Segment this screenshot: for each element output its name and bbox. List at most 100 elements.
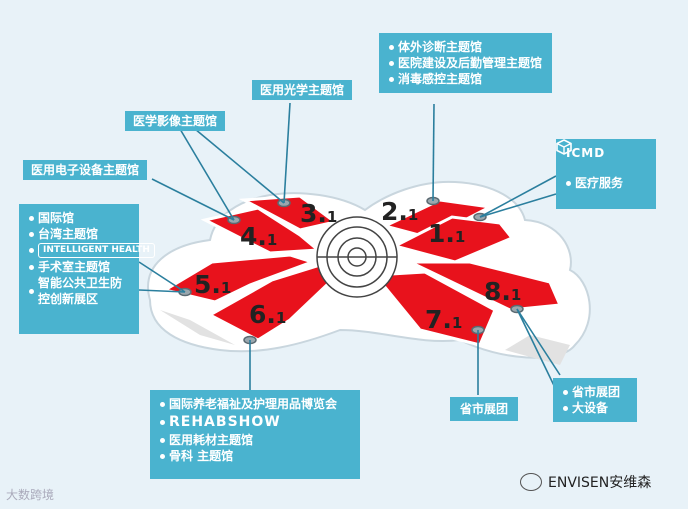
cube-logo-icon xyxy=(556,139,572,155)
hall-number-minor: 1 xyxy=(220,279,232,297)
hall-2-1[interactable] xyxy=(380,198,495,240)
hall-number-3: 3.1 xyxy=(300,201,337,230)
bullet-icon xyxy=(389,60,394,66)
label-text: 消毒感控主题馆 xyxy=(398,72,483,86)
bullet-icon xyxy=(29,248,34,253)
label-row: 体外诊断主题馆 xyxy=(389,39,542,55)
hall-number-major: 1. xyxy=(428,219,455,248)
bullet-icon xyxy=(29,264,34,270)
bullet-icon xyxy=(160,453,165,459)
label-group-rehab[interactable]: 国际养老福祉及护理用品博览会 REHABSHOW 医用耗材主题馆 骨科 主题馆 xyxy=(150,390,360,479)
hall-1-1[interactable] xyxy=(390,215,515,264)
label-text: 国际养老福祉及护理用品博览会 xyxy=(169,397,338,411)
label-text: 医用光学主题馆 xyxy=(260,83,345,97)
watermark-text: 大数跨境 xyxy=(6,488,55,502)
hall-number-5: 5.1 xyxy=(194,272,231,301)
hall-8-1[interactable] xyxy=(409,260,563,312)
watermark-text: ENVISEN安维森 xyxy=(548,475,652,491)
logo-text: REHABSHOW xyxy=(169,414,281,430)
label-text: 省市展团 xyxy=(572,385,621,399)
lobby-left xyxy=(160,310,235,345)
label-text: 国际馆 xyxy=(38,211,75,225)
hall-number-major: 5. xyxy=(194,270,221,299)
hall-number-8: 8.1 xyxy=(484,279,521,308)
label-text: 智能公共卫生防控创新展区 xyxy=(38,276,123,306)
hall-number-minor: 1 xyxy=(510,286,522,304)
central-hub xyxy=(316,216,398,298)
label-medical-electronics[interactable]: 医用电子设备主题馆 xyxy=(23,160,148,180)
label-text: 骨科 主题馆 xyxy=(169,449,234,463)
bullet-icon xyxy=(29,231,34,237)
label-text: 省市展团 xyxy=(460,402,509,416)
label-row: 省市展团 xyxy=(563,384,627,400)
hall-number-major: 8. xyxy=(484,277,511,306)
bullet-icon xyxy=(160,419,165,425)
hall-number-7: 7.1 xyxy=(425,307,462,336)
hall-number-major: 4. xyxy=(240,222,267,251)
bullet-icon xyxy=(160,437,165,443)
label-text: 医用耗材主题馆 xyxy=(169,433,254,447)
logo-text: INTELLIGENT HEALTH xyxy=(43,245,150,255)
bullet-icon xyxy=(563,405,568,411)
label-row: 手术室主题馆 xyxy=(29,259,129,275)
hall-number-minor: 1 xyxy=(275,309,287,327)
label-text: 大设备 xyxy=(572,401,609,415)
label-text: 台湾主题馆 xyxy=(38,227,99,241)
label-text: 医疗服务 xyxy=(575,176,624,190)
label-group-international[interactable]: 国际馆 台湾主题馆 INTELLIGENT HEALTH 手术室主题馆 智能公共… xyxy=(19,204,155,334)
hall-number-minor: 1 xyxy=(407,206,419,224)
label-medical-imaging[interactable]: 医学影像主题馆 xyxy=(125,111,226,131)
label-group-ivd[interactable]: 体外诊断主题馆 医院建设及后勤管理主题馆 消毒感控主题馆 xyxy=(379,33,553,93)
hall-number-minor: 1 xyxy=(451,314,463,332)
label-row: 国际馆 xyxy=(29,210,129,226)
hall-number-1: 1.1 xyxy=(428,221,465,250)
hall-number-minor: 1 xyxy=(454,228,466,246)
label-row: 医用耗材主题馆 xyxy=(160,432,350,448)
bullet-icon xyxy=(29,215,34,221)
label-group-provincial-b[interactable]: 省市展团 大设备 xyxy=(553,378,637,422)
label-medical-optics[interactable]: 医用光学主题馆 xyxy=(252,80,353,100)
rehabshow-logo: REHABSHOW xyxy=(160,412,350,432)
icmd-logo: ICMD xyxy=(556,139,646,161)
label-row: 医疗服务 xyxy=(566,175,646,191)
label-row: 医院建设及后勤管理主题馆 xyxy=(389,55,542,71)
watermark-left: 大数跨境 xyxy=(6,486,54,503)
bullet-icon xyxy=(566,180,571,186)
hall-5-1[interactable] xyxy=(161,253,317,304)
label-provincial-a[interactable]: 省市展团 xyxy=(450,397,519,421)
hall-number-minor: 1 xyxy=(326,208,338,226)
hall-7-1[interactable] xyxy=(371,270,497,347)
label-text: 医院建设及后勤管理主题馆 xyxy=(398,56,543,70)
bullet-icon xyxy=(389,44,394,50)
label-row: 智能公共卫生防控创新展区 xyxy=(29,275,129,307)
label-text: 医用电子设备主题馆 xyxy=(31,163,140,177)
wechat-icon xyxy=(520,473,542,491)
label-text: 医学影像主题馆 xyxy=(133,114,218,128)
icmd-logo-text: ICMD xyxy=(566,146,606,160)
label-row: 台湾主题馆 xyxy=(29,226,129,242)
label-row: 大设备 xyxy=(563,400,627,416)
label-row: INTELLIGENT HEALTH xyxy=(29,242,155,259)
intelligent-health-logo: INTELLIGENT HEALTH xyxy=(38,243,155,258)
watermark-right: ENVISEN安维森 xyxy=(520,472,651,492)
hall-number-minor: 1 xyxy=(266,231,278,249)
hall-number-major: 6. xyxy=(249,300,276,329)
hall-3-1[interactable] xyxy=(238,194,339,232)
label-row: 消毒感控主题馆 xyxy=(389,71,542,87)
hall-number-4: 4.1 xyxy=(240,224,277,253)
label-group-icmd[interactable]: ICMD 医疗服务 xyxy=(556,139,656,209)
bullet-icon xyxy=(389,76,394,82)
label-row: 骨科 主题馆 xyxy=(160,448,350,464)
label-row: 国际养老福祉及护理用品博览会 xyxy=(160,396,350,412)
hall-number-major: 7. xyxy=(425,305,452,334)
hall-number-6: 6.1 xyxy=(249,302,286,331)
hall-number-major: 2. xyxy=(381,197,408,226)
halls xyxy=(161,194,563,347)
bullet-icon xyxy=(160,401,165,407)
hall-number-2: 2.1 xyxy=(381,199,418,228)
leader-lines xyxy=(138,102,561,399)
label-text: 手术室主题馆 xyxy=(38,260,111,274)
bullet-icon xyxy=(563,389,568,395)
